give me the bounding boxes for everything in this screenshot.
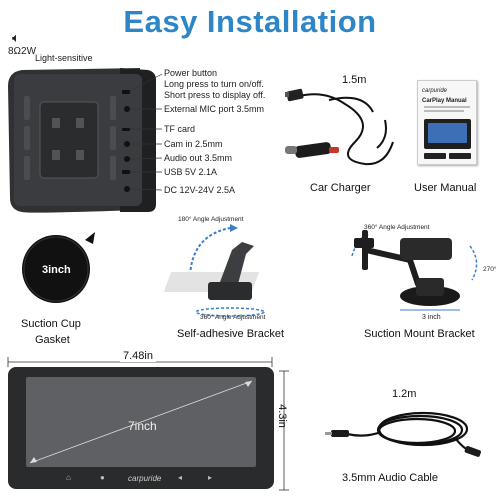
port-label-cam-in: Cam in 2.5mm [164,139,223,149]
device-back-unit [8,68,163,213]
gasket-caption-line2: Gasket [35,334,70,346]
speaker-icon: 🔈︎ [12,30,20,45]
mic-icon: ● [100,473,105,482]
adhesive-angle-bottom: 360° Angle Adjustment [200,314,266,321]
self-adhesive-bracket-image [163,224,265,317]
device-front-screen: 7inch ⌂ ● carpuride ◂ ▸ [8,367,274,489]
port-label-dc: DC 12V-24V 2.5A [164,185,236,195]
adhesive-caption: Self-adhesive Bracket [177,328,284,340]
screen-diagonal-label: 7inch [128,419,157,433]
manual-caption: User Manual [414,182,477,194]
port-label-short-press: Short press to display off. [164,90,266,100]
page-title: Easy Installation [123,4,377,39]
screen-height-label: 4.3in [275,404,288,428]
volume-down-icon: ◂ [178,473,183,482]
manual-brand: carpuride [422,88,448,94]
port-label-tf-card: TF card [164,124,196,134]
cable-length: 1.2m [392,388,417,400]
suction-cup-gasket-image [22,232,95,303]
screen-diagonal [29,380,253,464]
user-manual-booklet: carpuride CarPlay Manual [417,80,477,165]
suction-size: 3 inch [422,314,441,321]
audio-cable-image [325,411,481,457]
suction-angle-side: 270° [483,266,497,273]
gasket-caption-line1: Suction Cup [21,318,81,330]
charger-length: 1.5m [342,74,367,86]
port-label-mic: External MIC port 3.5mm [164,104,265,114]
screen-width-label: 7.48in [120,350,156,362]
port-label-power: Power button [164,68,218,78]
gasket-size: 3inch [42,264,71,276]
port-label-long-press: Long press to turn on/off. [164,79,264,89]
volume-up-icon: ▸ [208,473,213,482]
port-label-usb: USB 5V 2.1A [164,167,218,177]
light-sensitive-label: Light-sensitive [35,53,93,63]
suction-angle-top: 360° Angle Adjustment [364,224,430,231]
suction-mount-bracket-image [351,230,478,311]
car-charger-image [285,88,394,166]
screen-brand: carpuride [128,474,162,483]
manual-heading: CarPlay Manual [422,98,467,104]
charger-caption: Car Charger [310,182,371,194]
port-label-audio-out: Audio out 3.5mm [164,153,233,163]
screen-dimension-lines [7,357,289,491]
manual-screen-preview [424,119,471,149]
speaker-label: 8Ω2W [8,46,37,57]
cable-caption: 3.5mm Audio Cable [342,472,438,484]
suction-caption: Suction Mount Bracket [364,328,475,340]
adhesive-angle-top: 180° Angle Adjustment [178,216,244,223]
home-icon: ⌂ [66,473,71,482]
